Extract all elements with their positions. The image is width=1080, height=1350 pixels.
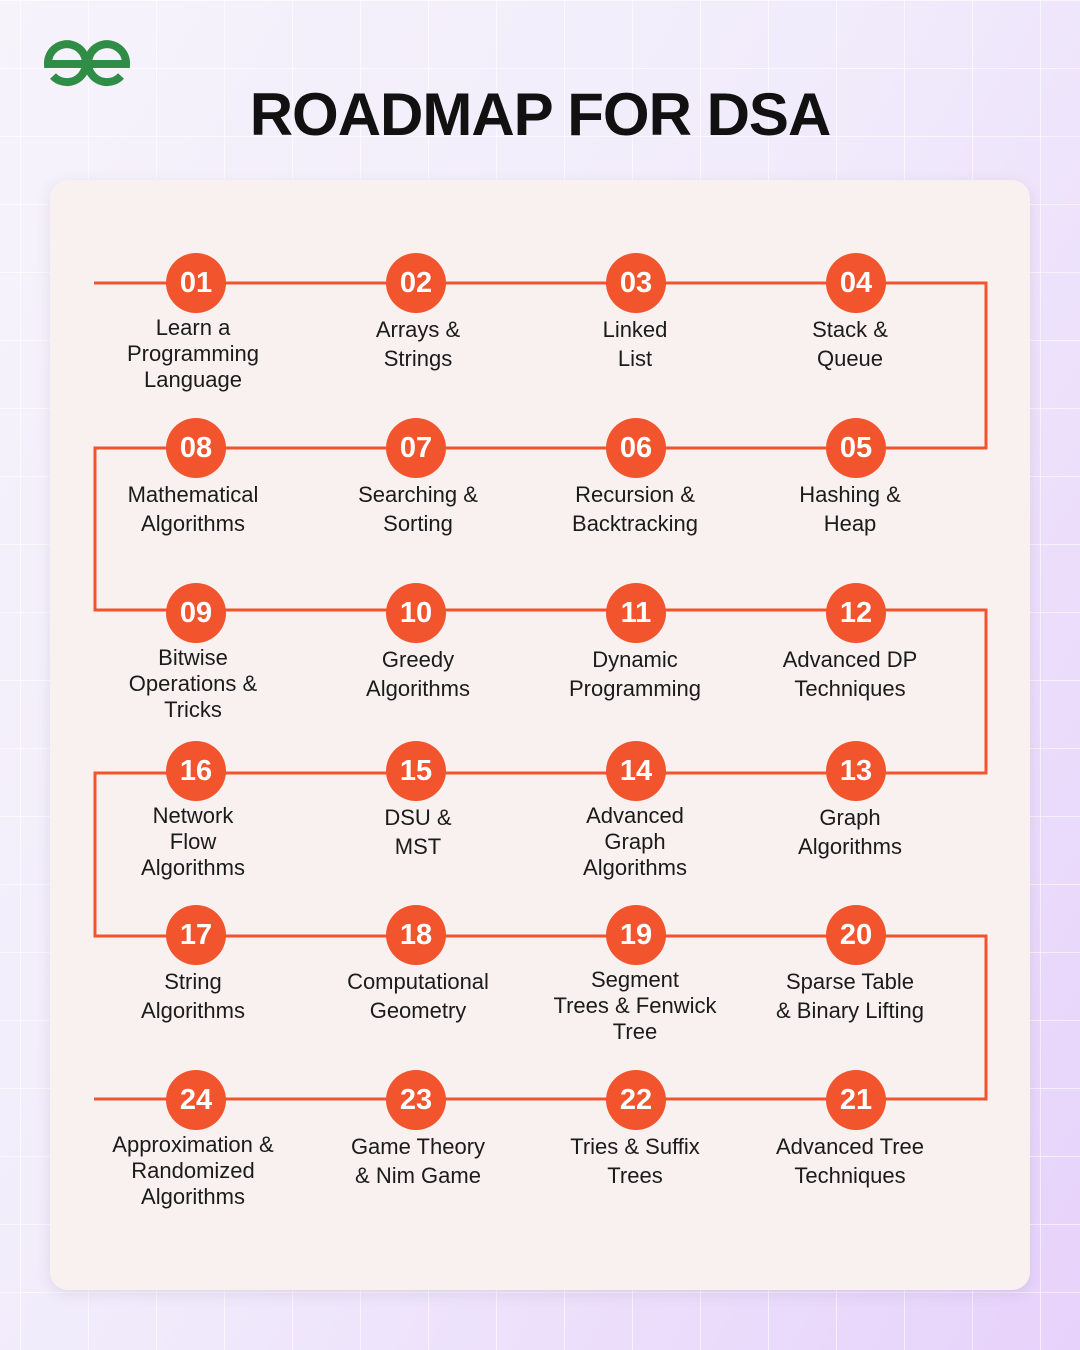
- step-label: DSU & MST: [384, 805, 452, 859]
- geeksforgeeks-logo-icon: [43, 40, 131, 87]
- step-number-badge: 06: [606, 418, 666, 478]
- step-label: Mathematical Algorithms: [127, 482, 259, 536]
- step-number-badge: 11: [606, 583, 666, 643]
- step-label: String Algorithms: [141, 969, 245, 1023]
- step-number-badge: 24: [166, 1070, 226, 1130]
- step-label: Learn a Programming Language: [126, 315, 260, 392]
- step-number-badge: 16: [166, 741, 226, 801]
- step-number-badge: 03: [606, 253, 666, 313]
- step-label: Sparse Table & Binary Lifting: [776, 969, 924, 1023]
- step-number-badge: 09: [166, 583, 226, 643]
- step-number-badge: 01: [166, 253, 226, 313]
- step-label: Bitwise Operations & Tricks: [128, 645, 258, 722]
- step-label: Hashing & Heap: [799, 482, 901, 536]
- step-number-badge: 17: [166, 905, 226, 965]
- step-label: Network Flow Algorithms: [141, 803, 245, 880]
- step-label: Game Theory & Nim Game: [350, 1134, 486, 1188]
- step-number-badge: 15: [386, 741, 446, 801]
- step-label: Segment Trees & Fenwick Tree: [553, 967, 717, 1044]
- step-label: Linked List: [602, 317, 668, 371]
- step-label: Computational Geometry: [347, 969, 489, 1023]
- step-number-badge: 10: [386, 583, 446, 643]
- step-number-badge: 08: [166, 418, 226, 478]
- step-label: Greedy Algorithms: [366, 647, 470, 701]
- step-number-badge: 05: [826, 418, 886, 478]
- step-label: Arrays & Strings: [375, 317, 461, 371]
- step-number-badge: 02: [386, 253, 446, 313]
- roadmap-connector-line: [93, 281, 988, 1101]
- step-label: Advanced Graph Algorithms: [583, 803, 687, 880]
- step-number-badge: 04: [826, 253, 886, 313]
- step-number-badge: 14: [606, 741, 666, 801]
- step-number-badge: 22: [606, 1070, 666, 1130]
- step-number-badge: 19: [606, 905, 666, 965]
- step-number-badge: 12: [826, 583, 886, 643]
- step-number-badge: 18: [386, 905, 446, 965]
- step-label: Advanced DP Techniques: [782, 647, 918, 701]
- step-number-badge: 23: [386, 1070, 446, 1130]
- page-title: ROADMAP FOR DSA: [249, 81, 832, 148]
- step-label: Graph Algorithms: [798, 805, 902, 859]
- step-label: Approximation & Randomized Algorithms: [112, 1132, 274, 1209]
- step-number-badge: 20: [826, 905, 886, 965]
- step-label: Tries & Suffix Trees: [570, 1134, 700, 1188]
- step-label: Searching & Sorting: [358, 482, 478, 536]
- step-label: Recursion & Backtracking: [572, 482, 698, 536]
- step-number-badge: 07: [386, 418, 446, 478]
- step-label: Dynamic Programming: [568, 647, 702, 701]
- step-label: Stack & Queue: [812, 317, 888, 371]
- step-label: Advanced Tree Techniques: [776, 1134, 924, 1188]
- step-number-badge: 21: [826, 1070, 886, 1130]
- step-number-badge: 13: [826, 741, 886, 801]
